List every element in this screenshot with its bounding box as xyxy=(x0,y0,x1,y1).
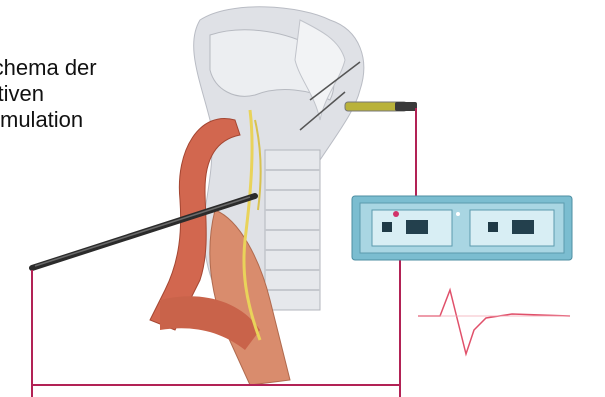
emg-signal-waveform xyxy=(418,290,570,354)
monitoring-device xyxy=(352,196,572,260)
trachea xyxy=(265,150,320,310)
